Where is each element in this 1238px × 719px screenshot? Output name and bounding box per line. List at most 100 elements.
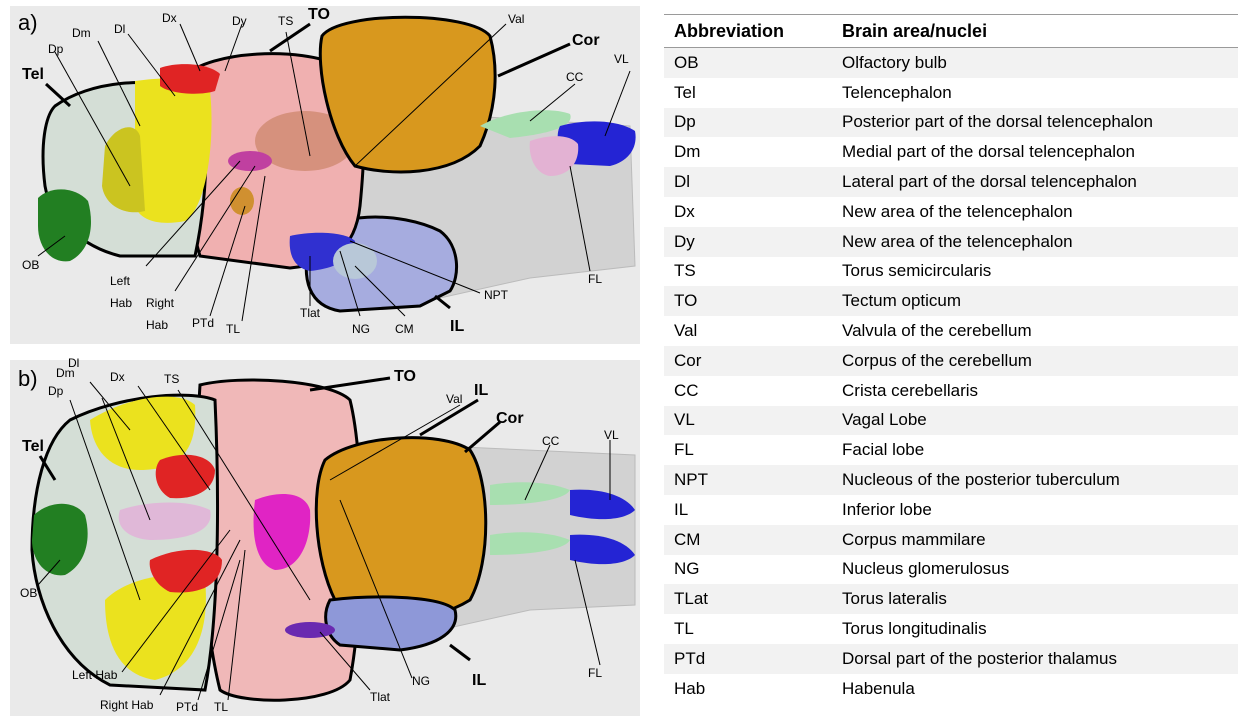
- abbreviation-cell: TLat: [664, 584, 832, 614]
- label-dp-b: Dp: [48, 384, 63, 398]
- table-row: DlLateral part of the dorsal telencephal…: [664, 167, 1238, 197]
- table-header-row: Abbreviation Brain area/nuclei: [664, 15, 1238, 48]
- label-tl: TL: [226, 322, 240, 336]
- brain-area-cell: Habenula: [832, 674, 1238, 704]
- brain-area-cell: Torus semicircularis: [832, 257, 1238, 287]
- abbreviation-cell: Cor: [664, 346, 832, 376]
- abbreviation-cell: TS: [664, 257, 832, 287]
- brain-area-cell: Olfactory bulb: [832, 48, 1238, 78]
- label-left-hab-b: Left Hab: [72, 668, 117, 682]
- table-row: DpPosterior part of the dorsal telenceph…: [664, 108, 1238, 138]
- brain-area-cell: New area of the telencephalon: [832, 227, 1238, 257]
- table-row: ILInferior lobe: [664, 495, 1238, 525]
- brain-area-cell: Crista cerebellaris: [832, 376, 1238, 406]
- brain-area-cell: Torus longitudinalis: [832, 614, 1238, 644]
- label-dl: Dl: [114, 22, 125, 36]
- brain-area-cell: Valvula of the cerebellum: [832, 316, 1238, 346]
- abbreviation-cell: Dm: [664, 137, 832, 167]
- label-tel-b: Tel: [22, 438, 44, 456]
- table-row: VLVagal Lobe: [664, 406, 1238, 436]
- abbreviation-cell: Dl: [664, 167, 832, 197]
- abbreviation-cell: PTd: [664, 644, 832, 674]
- il-region-b: [326, 597, 456, 650]
- header-abbreviation: Abbreviation: [664, 15, 832, 48]
- label-vl: VL: [614, 52, 629, 66]
- table-row: ValValvula of the cerebellum: [664, 316, 1238, 346]
- abbreviation-cell: FL: [664, 435, 832, 465]
- label-tl-b: TL: [214, 700, 228, 714]
- brain-area-cell: Lateral part of the dorsal telencephalon: [832, 167, 1238, 197]
- panel-b: b) Tel Dp Dm Dl Dx TS TO Val IL Cor CC V…: [10, 360, 640, 716]
- table-row: TelTelencephalon: [664, 78, 1238, 108]
- brain-area-cell: Nucleus glomerulosus: [832, 555, 1238, 585]
- label-ng: NG: [352, 322, 370, 336]
- brain-area-cell: Vagal Lobe: [832, 406, 1238, 436]
- label-il-top-b: IL: [474, 382, 488, 400]
- brain-area-cell: Nucleous of the posterior tuberculum: [832, 465, 1238, 495]
- label-fl-b: FL: [588, 666, 602, 680]
- cor-region: [320, 17, 495, 172]
- table-row: TLatTorus lateralis: [664, 584, 1238, 614]
- header-brain-area: Brain area/nuclei: [832, 15, 1238, 48]
- table-row: NGNucleus glomerulosus: [664, 555, 1238, 585]
- brain-area-cell: Corpus mammilare: [832, 525, 1238, 555]
- cor-region-b: [316, 438, 485, 619]
- label-dx-b: Dx: [110, 370, 125, 384]
- abbreviation-cell: VL: [664, 406, 832, 436]
- abbreviation-cell: Val: [664, 316, 832, 346]
- table-row: CorCorpus of the cerebellum: [664, 346, 1238, 376]
- label-cor-b: Cor: [496, 410, 524, 428]
- label-tel: Tel: [22, 66, 44, 84]
- panel-a-letter: a): [18, 10, 38, 36]
- label-cm: CM: [395, 322, 414, 336]
- abbreviation-cell: Hab: [664, 674, 832, 704]
- abbreviation-cell: NPT: [664, 465, 832, 495]
- hab-region: [228, 151, 272, 171]
- tlat-region-b: [285, 622, 335, 638]
- label-to: TO: [308, 6, 330, 24]
- label-ng-b: NG: [412, 674, 430, 688]
- brain-area-cell: Torus lateralis: [832, 584, 1238, 614]
- abbreviation-cell: CM: [664, 525, 832, 555]
- label-ptd: PTd: [192, 316, 214, 330]
- label-val-b: Val: [446, 392, 462, 406]
- panel-a: a) Tel Dp Dm Dl Dx Dy TS TO Val Cor CC V…: [10, 6, 640, 344]
- brain-area-cell: New area of the telencephalon: [832, 197, 1238, 227]
- table-row: CCCrista cerebellaris: [664, 376, 1238, 406]
- label-cor: Cor: [572, 32, 600, 50]
- brain-area-cell: Dorsal part of the posterior thalamus: [832, 644, 1238, 674]
- abbreviation-cell: Tel: [664, 78, 832, 108]
- table-row: PTdDorsal part of the posterior thalamus: [664, 644, 1238, 674]
- label-npt: NPT: [484, 288, 508, 302]
- table-row: TLTorus longitudinalis: [664, 614, 1238, 644]
- brain-area-cell: Telencephalon: [832, 78, 1238, 108]
- abbreviation-cell: OB: [664, 48, 832, 78]
- label-val: Val: [508, 12, 524, 26]
- table-row: DmMedial part of the dorsal telencephalo…: [664, 137, 1238, 167]
- label-dx: Dx: [162, 11, 177, 25]
- abbreviation-cell: IL: [664, 495, 832, 525]
- table-row: TOTectum opticum: [664, 286, 1238, 316]
- abbreviation-table-grid: Abbreviation Brain area/nuclei OBOlfacto…: [664, 14, 1238, 704]
- table-row: NPTNucleous of the posterior tuberculum: [664, 465, 1238, 495]
- label-dp: Dp: [48, 42, 63, 56]
- abbreviation-cell: TO: [664, 286, 832, 316]
- label-il: IL: [450, 318, 464, 336]
- label-ob: OB: [22, 258, 39, 272]
- label-right-hab: Right Hab: [146, 292, 186, 336]
- label-cc-b: CC: [542, 434, 559, 448]
- table-row: FLFacial lobe: [664, 435, 1238, 465]
- label-ob-b: OB: [20, 586, 37, 600]
- ng-region: [333, 243, 377, 279]
- table-row: CMCorpus mammilare: [664, 525, 1238, 555]
- ptd-region: [230, 187, 254, 215]
- table-row: HabHabenula: [664, 674, 1238, 704]
- panel-b-figure: [10, 360, 640, 716]
- label-ts-b: TS: [164, 372, 179, 386]
- panel-b-letter: b): [18, 366, 38, 392]
- label-left-hab: Left Hab: [110, 270, 144, 314]
- abbreviation-cell: Dx: [664, 197, 832, 227]
- abbreviation-cell: Dp: [664, 108, 832, 138]
- abbreviation-cell: TL: [664, 614, 832, 644]
- label-fl: FL: [588, 272, 602, 286]
